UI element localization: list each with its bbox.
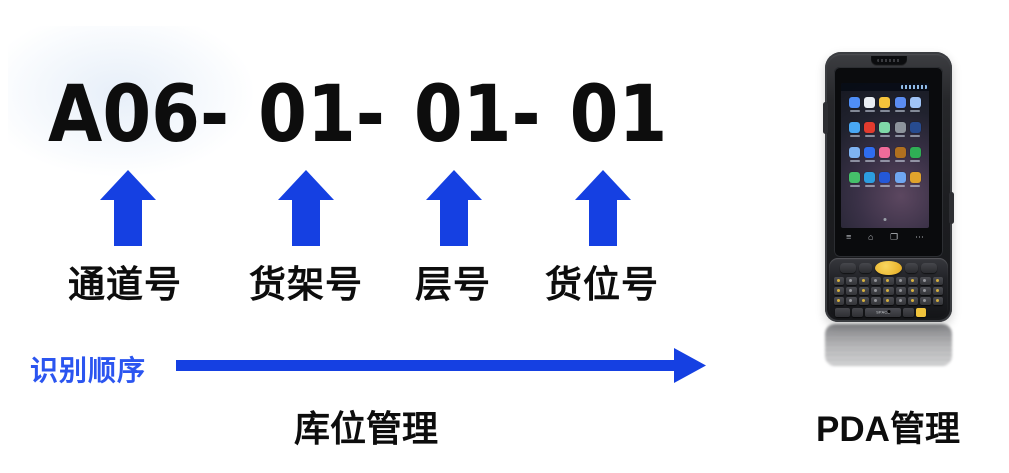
space-key: SPACE (865, 308, 901, 317)
back-icon: ❐ (890, 232, 899, 242)
up-arrow-shelf (278, 170, 334, 246)
app-icon (847, 122, 862, 137)
app-icon (908, 147, 923, 162)
pda-status-bar (841, 83, 929, 91)
pda-nav-bar: ≡ ⌂ ❐ ⋯ (841, 231, 929, 244)
key (834, 277, 845, 285)
function-key (921, 263, 937, 273)
app-icon (862, 147, 877, 162)
key (858, 287, 869, 295)
pda-side-button-left (823, 102, 828, 134)
key (846, 287, 857, 295)
app-icon (862, 172, 877, 187)
scan-button (875, 261, 902, 275)
up-arrow-layer (426, 170, 482, 246)
key (907, 297, 919, 305)
app-icon (847, 147, 862, 162)
key (920, 297, 931, 305)
key (907, 277, 919, 285)
key (870, 277, 882, 285)
key (834, 287, 845, 295)
key (852, 308, 863, 317)
app-icon (908, 172, 923, 187)
pda-screen (841, 83, 929, 228)
key (932, 277, 943, 285)
segment-label-slot: 货位号 (545, 264, 659, 305)
sequence-direction-arrow (176, 348, 706, 384)
app-icon (893, 172, 908, 187)
more-icon: ⋯ (914, 232, 924, 242)
app-icon (893, 122, 908, 137)
app-icon (877, 122, 892, 137)
key (858, 297, 869, 305)
app-icon (877, 147, 892, 162)
key (883, 277, 894, 285)
location-code: A06- 01- 01- 01 (48, 70, 668, 160)
pda-key-row (829, 277, 948, 285)
key (870, 297, 882, 305)
pda-bottom-row: SPACE (829, 308, 948, 317)
pda-app-grid (841, 91, 929, 187)
pda-function-row (829, 261, 948, 275)
key (883, 287, 894, 295)
pda-keypad: SPACE (829, 258, 948, 318)
segment-label-shelf: 货架号 (249, 264, 363, 305)
pda-speaker-grille (870, 56, 907, 66)
app-icon (908, 97, 923, 112)
key (846, 277, 857, 285)
function-key (840, 263, 856, 273)
key (920, 277, 931, 285)
function-key (905, 263, 918, 273)
up-arrow-slot (575, 170, 631, 246)
key (883, 297, 894, 305)
pda-mic-hole (887, 310, 890, 313)
app-icon (862, 122, 877, 137)
key (932, 297, 943, 305)
pda-device: ≡ ⌂ ❐ ⋯ SPACE (823, 52, 954, 322)
key (895, 287, 906, 295)
key (846, 297, 857, 305)
up-arrow-channel (100, 170, 156, 246)
key (835, 308, 850, 317)
pda-key-row (829, 287, 948, 295)
key (834, 297, 845, 305)
app-icon (862, 97, 877, 112)
home-icon: ⌂ (868, 232, 874, 242)
key (858, 277, 869, 285)
app-icon (877, 97, 892, 112)
app-icon (893, 147, 908, 162)
key (903, 308, 914, 317)
function-key (859, 263, 872, 273)
key (870, 287, 882, 295)
sequence-order-label: 识别顺序 (30, 355, 147, 386)
app-icon (847, 97, 862, 112)
caption-pda-management: PDA管理 (816, 410, 960, 449)
pda-key-rows (829, 277, 948, 305)
app-icon (847, 172, 862, 187)
pda-side-button-right (949, 192, 954, 224)
yellow-key (916, 308, 926, 317)
segment-label-layer: 层号 (415, 264, 491, 305)
pda-home-indicator (883, 218, 887, 221)
key (895, 277, 906, 285)
segment-label-channel: 通道号 (68, 264, 182, 305)
app-icon (908, 122, 923, 137)
app-icon (893, 97, 908, 112)
caption-storage-management: 库位管理 (293, 408, 439, 449)
pda-reflection (825, 324, 952, 366)
pda-key-row (829, 297, 948, 305)
key (932, 287, 943, 295)
menu-icon: ≡ (846, 232, 852, 242)
key (907, 287, 919, 295)
app-icon (877, 172, 892, 187)
key (895, 297, 906, 305)
key (920, 287, 931, 295)
status-icons (901, 85, 927, 89)
